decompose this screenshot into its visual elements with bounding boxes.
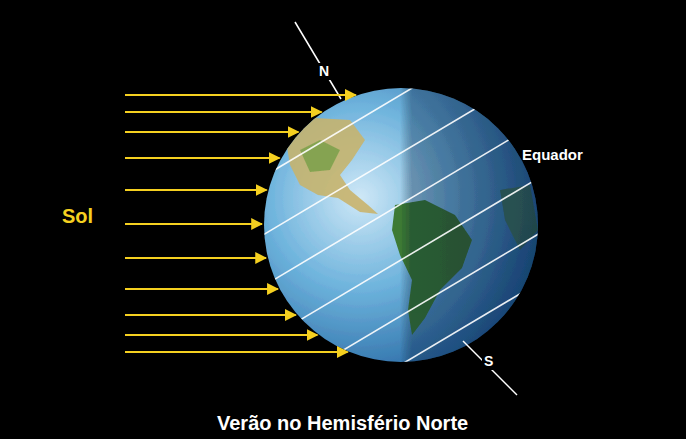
latitude-line xyxy=(244,148,588,353)
north-pole-label: N xyxy=(317,63,331,80)
sun-ray xyxy=(125,157,280,159)
sun-ray xyxy=(125,334,317,336)
sun-ray xyxy=(125,257,266,259)
sun-ray xyxy=(125,288,278,290)
latitude-line xyxy=(172,26,516,231)
latitude-line xyxy=(291,226,635,431)
equator-label: Equador xyxy=(522,147,583,164)
latitude-lines xyxy=(172,26,634,430)
earth-axis-north xyxy=(295,22,341,99)
south-pole-label: S xyxy=(482,353,495,370)
sun-ray xyxy=(125,314,296,316)
continents xyxy=(172,26,634,430)
latitude-line xyxy=(197,69,541,274)
sun-ray xyxy=(125,189,267,191)
latitude-line xyxy=(220,107,564,312)
sun-ray xyxy=(125,131,298,133)
earth-axis-south xyxy=(463,341,517,395)
sun-ray xyxy=(125,94,356,96)
sun-label: Sol xyxy=(62,205,93,227)
sun-ray xyxy=(125,351,348,353)
latitude-line xyxy=(269,190,613,395)
sun-ray xyxy=(125,223,262,225)
caption: Verão no Hemisfério Norte xyxy=(217,412,468,434)
sun-rays xyxy=(125,95,356,352)
sun-ray xyxy=(125,111,322,113)
